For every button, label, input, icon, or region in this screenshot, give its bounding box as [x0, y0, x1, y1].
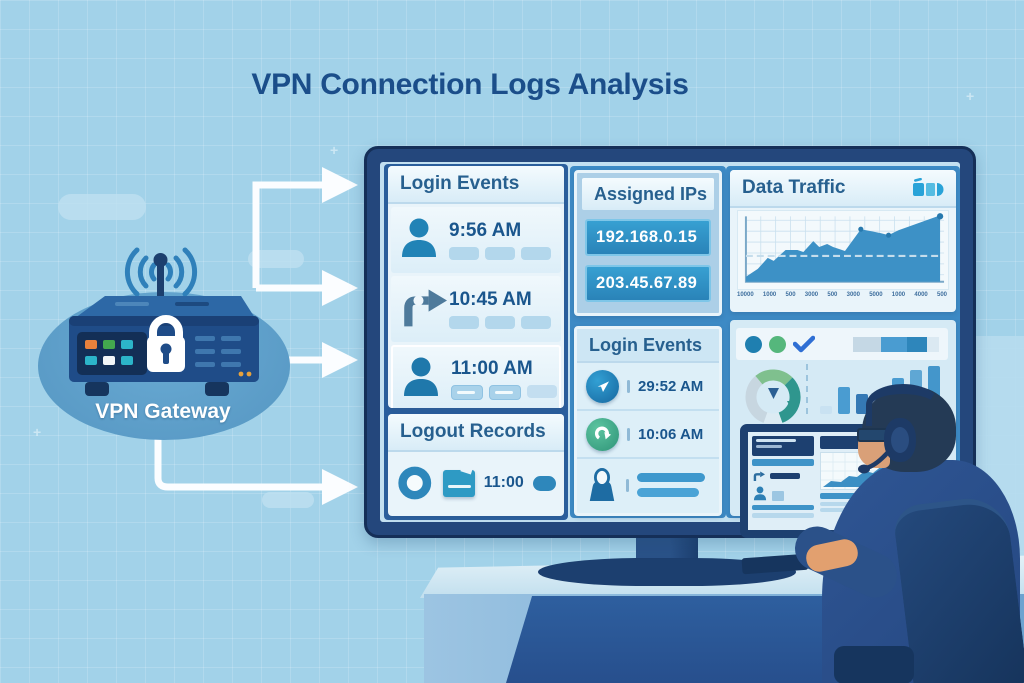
detail-pills [449, 316, 551, 329]
desk-panel [506, 596, 878, 683]
status-buttons [85, 340, 133, 365]
flow-arrows [154, 167, 358, 505]
status-dot-green [769, 335, 786, 353]
mini-left-column [752, 436, 814, 518]
donut-chart [745, 369, 801, 425]
router-display [77, 332, 147, 375]
status-dot-blue [745, 335, 762, 353]
login-row: 9:56 AM [391, 207, 561, 273]
headset-earcup [884, 418, 916, 462]
login-time: 11:00 AM [451, 358, 533, 379]
redirect-arrow-icon [753, 471, 765, 482]
panel-title: Login Events [388, 166, 564, 204]
ip-address: 203.45.67.89 [585, 265, 711, 302]
panel-login-events-middle: Login Events 29:52 AM 10:06 AM [574, 326, 722, 516]
login-time: 10:06 AM [638, 425, 704, 443]
headset-band [866, 384, 940, 426]
chair-armrest [834, 646, 914, 683]
panel-title: Assigned IPs [582, 178, 714, 210]
cloud [248, 250, 304, 268]
battery-icon [913, 178, 944, 196]
login-time: 10:45 AM [449, 289, 532, 310]
segmented-progress-bar [853, 336, 939, 352]
antenna-icon [153, 253, 168, 304]
dashed-guide [806, 364, 808, 414]
ip-address: 192.168.0.15 [585, 219, 711, 256]
status-strip [736, 328, 948, 360]
user-icon [404, 357, 438, 396]
toggle-pill [532, 475, 556, 491]
page-title: VPN Connection Logs Analysis [251, 68, 689, 101]
user-icon [753, 486, 767, 501]
gateway-label: VPN Gateway [95, 400, 231, 423]
cloud [58, 194, 146, 220]
ring-icon [398, 466, 432, 500]
login-time: 9:56 AM [449, 220, 522, 241]
traffic-area-chart [737, 210, 949, 290]
badge-icon [442, 464, 475, 497]
panel-title: Login Events [577, 329, 719, 363]
login-row: 29:52 AM [577, 363, 719, 411]
detail-bar [637, 473, 705, 482]
panel-title: Logout Records [388, 414, 564, 452]
detail-bar [637, 488, 699, 497]
login-row: 10:06 AM [577, 411, 719, 459]
login-time: 29:52 AM [638, 377, 704, 395]
user-icon [402, 218, 436, 257]
check-icon [793, 335, 815, 353]
panel-assigned-ips: Assigned IPs 192.168.0.15 203.45.67.89 [574, 170, 722, 316]
lock-icon [147, 315, 185, 372]
vpn-gateway-device [69, 247, 259, 396]
panel-title: Data Traffic [742, 177, 846, 198]
panel-login-events-left: Login Events 9:56 AM 10:45 AM 11:00 AM [388, 166, 564, 408]
router-top [75, 296, 255, 318]
login-row: 11:00 AM [391, 345, 561, 408]
detail-pills [449, 247, 551, 260]
panel-logout-records: Logout Records 11:00 [388, 414, 564, 516]
panel-data-traffic: Data Traffic [730, 170, 956, 312]
headset-mic [858, 448, 893, 474]
login-row: 10:45 AM [391, 276, 561, 342]
sparkle-icon: + [966, 88, 975, 104]
monitor-screen: Login Events 9:56 AM 10:45 AM 11:00 AM L… [380, 162, 960, 522]
vent-slots [195, 336, 241, 367]
logout-row: 11:00 [388, 452, 564, 504]
detail-pills [451, 385, 557, 400]
logout-time: 11:00 [483, 474, 524, 491]
redirect-arrow-icon [404, 289, 447, 326]
wifi-waves-icon [124, 247, 198, 297]
sparkle-icon: + [330, 142, 339, 158]
sparkle-icon: + [33, 424, 42, 440]
user-badge-icon [589, 468, 615, 501]
login-circle-green-icon [586, 417, 619, 451]
login-circle-blue-icon [586, 369, 619, 403]
login-row [577, 459, 719, 511]
cloud [262, 492, 314, 508]
